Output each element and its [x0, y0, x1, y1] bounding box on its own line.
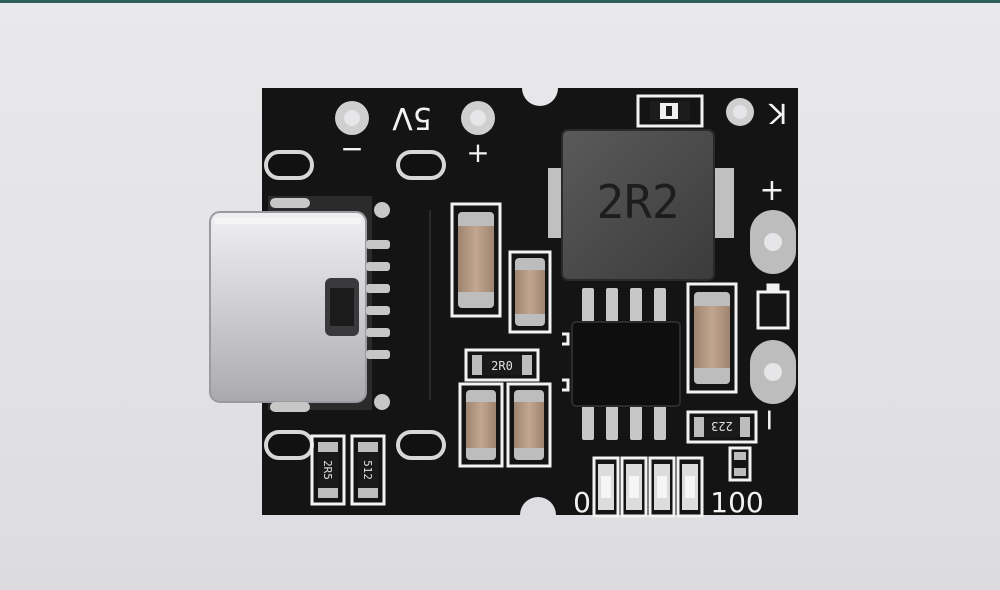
resistor-left-b-mark: 512 — [361, 460, 374, 480]
resistor-right-mark: 223 — [711, 419, 733, 433]
input-minus-label: − — [340, 132, 363, 165]
led-indicator-4 — [676, 456, 704, 518]
level-high-label: 100 — [710, 486, 763, 519]
bat-plus-label: + — [759, 173, 784, 208]
top-edge-bar — [0, 0, 1000, 3]
input-minus-pad — [335, 101, 369, 135]
resistor-2r0: 2R0 — [464, 348, 540, 382]
inductor-mark: 2R2 — [596, 175, 679, 229]
resistor-top-mark: 2R0 — [491, 359, 513, 373]
small-pads — [728, 446, 752, 482]
led-indicator-3 — [648, 456, 676, 518]
bat-plus-pad — [750, 210, 796, 274]
level-low-label: 0 — [573, 486, 591, 519]
resistor-top-right — [636, 94, 704, 128]
key-pad — [726, 98, 754, 126]
bat-minus-label: − — [752, 407, 787, 432]
resistor-512: 512 — [350, 434, 386, 506]
resistor-left-a-mark: 2R5 — [321, 460, 334, 480]
input-plus-pad — [461, 101, 495, 135]
key-label: K — [768, 97, 787, 130]
usb-c-connector — [209, 196, 390, 412]
capacitor-3 — [686, 282, 738, 394]
bat-minus-pad — [750, 340, 796, 404]
ic-chip — [562, 288, 681, 440]
input-voltage-label: 5V — [392, 100, 432, 135]
inductor: 2R2 — [548, 129, 734, 281]
resistor-223: 223 — [686, 410, 758, 444]
battery-symbol — [756, 283, 790, 330]
led-indicator-1 — [592, 456, 620, 518]
input-plus-label: + — [466, 136, 489, 169]
capacitor-1 — [450, 202, 502, 318]
capacitor-2 — [508, 250, 552, 334]
capacitor-5 — [506, 382, 552, 468]
led-indicator-2 — [620, 456, 648, 518]
slot-holes — [264, 150, 446, 460]
capacitor-4 — [458, 382, 504, 468]
resistor-2r5: 2R5 — [310, 434, 346, 506]
